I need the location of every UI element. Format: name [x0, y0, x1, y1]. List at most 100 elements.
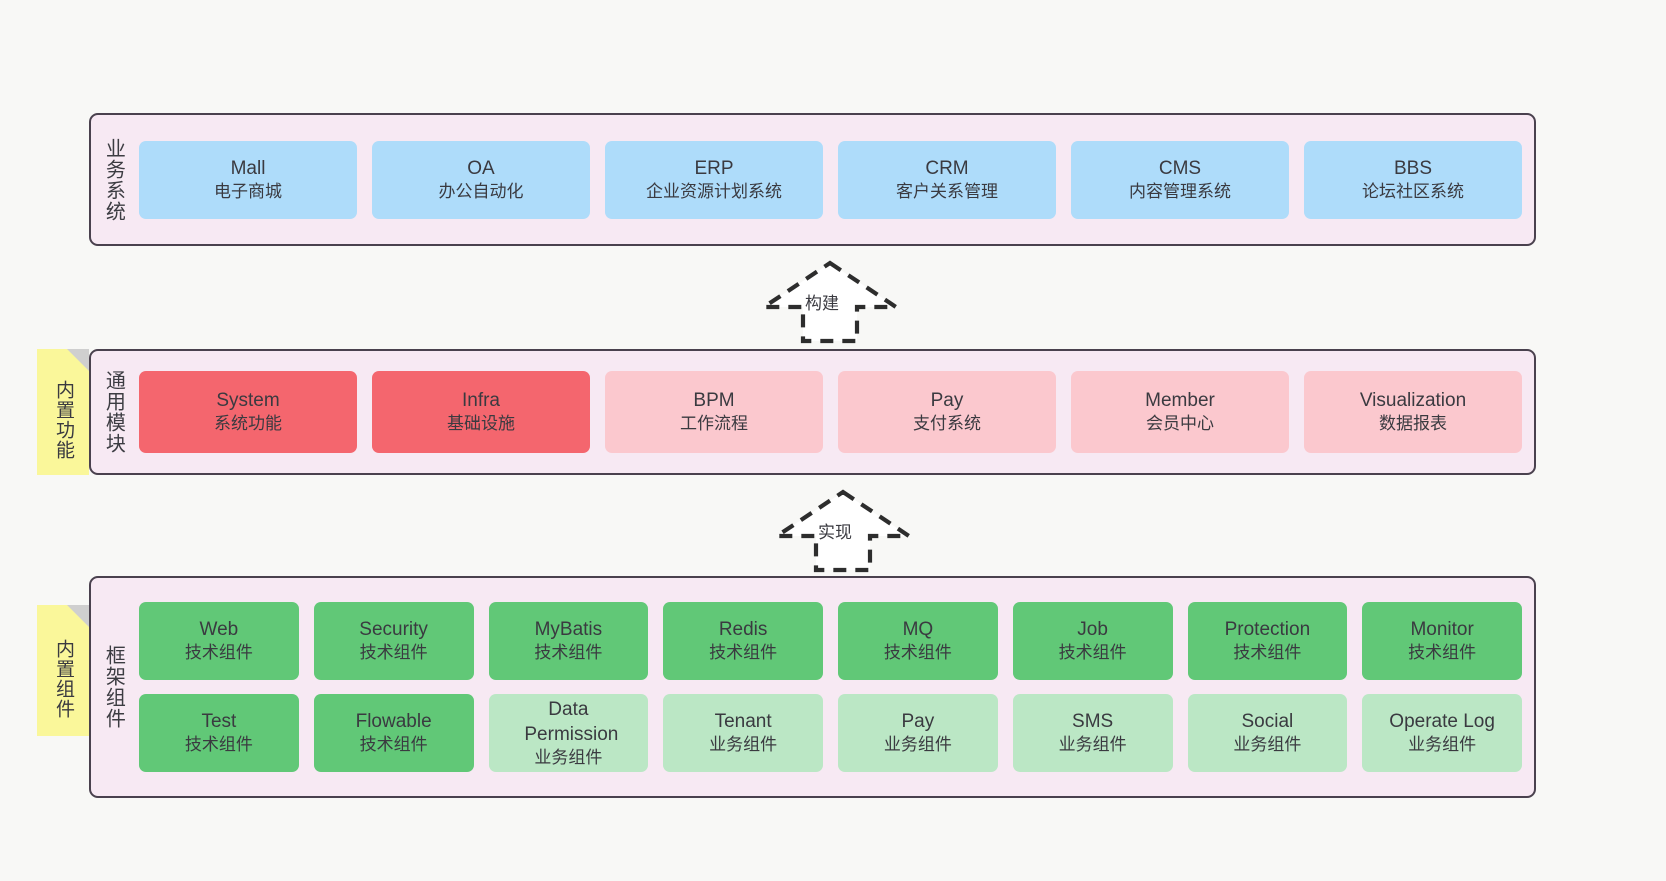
card-monitor[interactable]: Monitor 技术组件 — [1362, 602, 1522, 680]
connector-implement-label: 实现 — [818, 523, 852, 542]
card-title-en: Data Permission — [524, 698, 619, 745]
card-flowable[interactable]: Flowable 技术组件 — [313, 694, 474, 772]
card-mybatis[interactable]: MyBatis 技术组件 — [488, 602, 649, 680]
card-bpm[interactable]: BPM 工作流程 — [605, 371, 823, 453]
card-title-en: Tenant — [714, 711, 772, 733]
card-title-en: Redis — [718, 619, 768, 641]
card-title-en: CMS — [1158, 157, 1202, 179]
connector-implement: 实现 — [770, 487, 916, 575]
card-title-en: MQ — [902, 619, 934, 641]
card-system[interactable]: System 系统功能 — [139, 371, 357, 453]
card-title-cn: 业务组件 — [883, 735, 952, 755]
card-title-en: Web — [199, 619, 239, 641]
card-title-cn: 数据报表 — [1379, 414, 1447, 434]
card-title-en: Security — [359, 619, 428, 641]
layer-body-framework-components: Web 技术组件 Security 技术组件 MyBatis 技术组件 Redi… — [135, 578, 1534, 796]
card-title-cn: 办公自动化 — [438, 181, 524, 201]
card-title-cn: 客户关系管理 — [896, 181, 998, 201]
card-security[interactable]: Security 技术组件 — [313, 602, 474, 680]
card-test[interactable]: Test 技术组件 — [139, 694, 299, 772]
card-title-cn: 内容管理系统 — [1129, 181, 1231, 201]
card-title-en: Monitor — [1410, 619, 1474, 641]
sticky-note-label: 内置组件 — [53, 638, 75, 719]
generalization-arrow-up-icon — [757, 260, 903, 344]
card-title-en: Mall — [230, 157, 266, 179]
card-pay[interactable]: Pay 支付系统 — [838, 371, 1056, 453]
card-title-en: Flowable — [355, 711, 432, 733]
card-title-cn: 业务组件 — [534, 747, 603, 767]
card-title-cn: 系统功能 — [214, 414, 282, 434]
card-sms[interactable]: SMS 业务组件 — [1012, 694, 1173, 772]
card-protection[interactable]: Protection 技术组件 — [1187, 602, 1348, 680]
card-title-cn: 技术组件 — [184, 735, 253, 755]
card-title-cn: 技术组件 — [359, 735, 428, 755]
card-title-cn: 技术组件 — [1058, 643, 1127, 663]
card-title-cn: 业务组件 — [709, 735, 778, 755]
card-title-en: Test — [201, 711, 237, 733]
card-title-cn: 论坛社区系统 — [1362, 181, 1464, 201]
card-row: Web 技术组件 Security 技术组件 MyBatis 技术组件 Redi… — [139, 602, 1522, 680]
card-title-en: MyBatis — [534, 619, 603, 641]
card-row: Test 技术组件 Flowable 技术组件 Data Permission … — [139, 694, 1522, 772]
layer-business-systems: 业务系统 Mall 电子商城 OA 办公自动化 ERP 企业资源计划系统 CRM… — [89, 113, 1536, 246]
card-bbs[interactable]: BBS 论坛社区系统 — [1304, 140, 1522, 219]
card-title-en: Protection — [1224, 619, 1311, 641]
card-title-cn: 企业资源计划系统 — [646, 181, 782, 201]
card-title-en: BBS — [1393, 157, 1433, 179]
card-title-en: SMS — [1072, 711, 1114, 733]
card-infra[interactable]: Infra 基础设施 — [372, 371, 590, 453]
card-title-cn: 支付系统 — [913, 414, 981, 434]
card-row: Mall 电子商城 OA 办公自动化 ERP 企业资源计划系统 CRM 客户关系… — [139, 140, 1522, 219]
card-tenant[interactable]: Tenant 业务组件 — [663, 694, 823, 772]
card-title-cn: 技术组件 — [883, 643, 952, 663]
card-row: System 系统功能 Infra 基础设施 BPM 工作流程 Pay 支付系统… — [139, 371, 1522, 453]
card-title-cn: 业务组件 — [1233, 735, 1302, 755]
folded-corner-icon — [67, 605, 89, 627]
card-social[interactable]: Social 业务组件 — [1187, 694, 1348, 772]
card-grid: Web 技术组件 Security 技术组件 MyBatis 技术组件 Redi… — [139, 602, 1522, 772]
card-title-cn: 会员中心 — [1146, 414, 1214, 434]
card-title-cn: 技术组件 — [184, 643, 253, 663]
connector-build: 构建 — [757, 258, 903, 346]
card-title-cn: 技术组件 — [709, 643, 778, 663]
card-title-en: Operate Log — [1389, 711, 1495, 733]
card-mq[interactable]: MQ 技术组件 — [838, 602, 998, 680]
card-title-en: BPM — [693, 390, 735, 412]
card-visualization[interactable]: Visualization 数据报表 — [1304, 371, 1522, 453]
sticky-note-label: 内置功能 — [53, 380, 75, 460]
card-oa[interactable]: OA 办公自动化 — [372, 140, 590, 219]
card-job[interactable]: Job 技术组件 — [1012, 602, 1173, 680]
card-title-en: Social — [1241, 711, 1294, 733]
card-erp[interactable]: ERP 企业资源计划系统 — [605, 140, 823, 219]
card-title-cn: 技术组件 — [359, 643, 428, 663]
card-title-en: CRM — [925, 157, 969, 179]
layer-framework-components: 框架组件 Web 技术组件 Security 技术组件 MyBatis 技术组件 — [89, 576, 1536, 798]
card-title-en: Member — [1145, 390, 1215, 412]
card-data-permission[interactable]: Data Permission 业务组件 — [488, 694, 649, 772]
layer-common-modules: 通用模块 System 系统功能 Infra 基础设施 BPM 工作流程 Pay… — [89, 349, 1536, 475]
card-title-en: Infra — [461, 390, 501, 412]
card-redis[interactable]: Redis 技术组件 — [663, 602, 823, 680]
card-title-cn: 技术组件 — [1408, 643, 1477, 663]
card-title-en: Pay — [930, 390, 964, 412]
folded-corner-icon — [67, 349, 89, 371]
card-title-cn: 业务组件 — [1408, 735, 1477, 755]
card-title-en: ERP — [694, 157, 734, 179]
card-crm[interactable]: CRM 客户关系管理 — [838, 140, 1056, 219]
card-title-en: OA — [467, 157, 495, 179]
card-title-cn: 业务组件 — [1058, 735, 1127, 755]
sticky-note-builtin-functions: 内置功能 — [37, 349, 89, 475]
card-title-cn: 电子商城 — [214, 181, 282, 201]
layer-title-business-systems: 业务系统 — [102, 137, 125, 222]
layer-body-common-modules: System 系统功能 Infra 基础设施 BPM 工作流程 Pay 支付系统… — [135, 351, 1534, 473]
card-operate-log[interactable]: Operate Log 业务组件 — [1362, 694, 1522, 772]
card-cms[interactable]: CMS 内容管理系统 — [1071, 140, 1289, 219]
card-title-cn: 工作流程 — [680, 414, 748, 434]
card-web[interactable]: Web 技术组件 — [139, 602, 299, 680]
card-title-en: Job — [1077, 619, 1108, 641]
card-pay-component[interactable]: Pay 业务组件 — [838, 694, 998, 772]
card-mall[interactable]: Mall 电子商城 — [139, 140, 357, 219]
card-member[interactable]: Member 会员中心 — [1071, 371, 1289, 453]
card-title-en: System — [216, 390, 280, 412]
card-title-cn: 基础设施 — [447, 414, 515, 434]
